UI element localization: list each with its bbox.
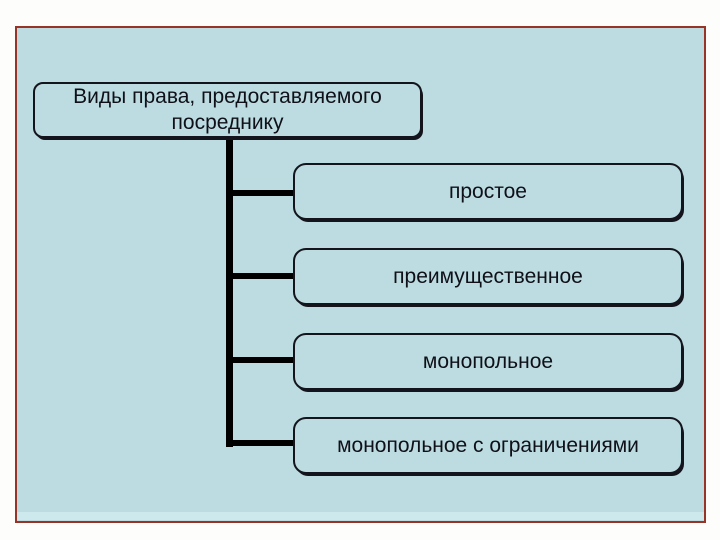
tree-node-3: монопольное xyxy=(293,333,683,390)
tree-branch-connector-4 xyxy=(228,440,294,446)
root-node-label: Виды права, предоставляемого посреднику xyxy=(73,84,382,136)
tree-branch-connector-1 xyxy=(228,190,294,196)
tree-node-2-label: преимущественное xyxy=(393,264,583,288)
tree-trunk-connector xyxy=(226,136,233,447)
tree-branch-connector-2 xyxy=(228,273,294,279)
tree-node-1: простое xyxy=(293,163,683,220)
tree-node-2: преимущественное xyxy=(293,248,683,305)
bottom-highlight-stripe xyxy=(17,512,704,520)
root-node-label-line1: Виды права, предоставляемого xyxy=(73,85,382,108)
tree-branch-connector-3 xyxy=(228,357,294,363)
tree-node-1-label: простое xyxy=(449,179,527,203)
root-node-box: Виды права, предоставляемого посреднику xyxy=(33,82,422,138)
tree-node-4: монопольное с ограничениями xyxy=(293,417,683,474)
root-node-label-line2: посреднику xyxy=(171,111,284,134)
tree-node-3-label: монопольное xyxy=(422,349,554,373)
tree-node-4-label: монопольное с ограничениями xyxy=(337,433,639,457)
